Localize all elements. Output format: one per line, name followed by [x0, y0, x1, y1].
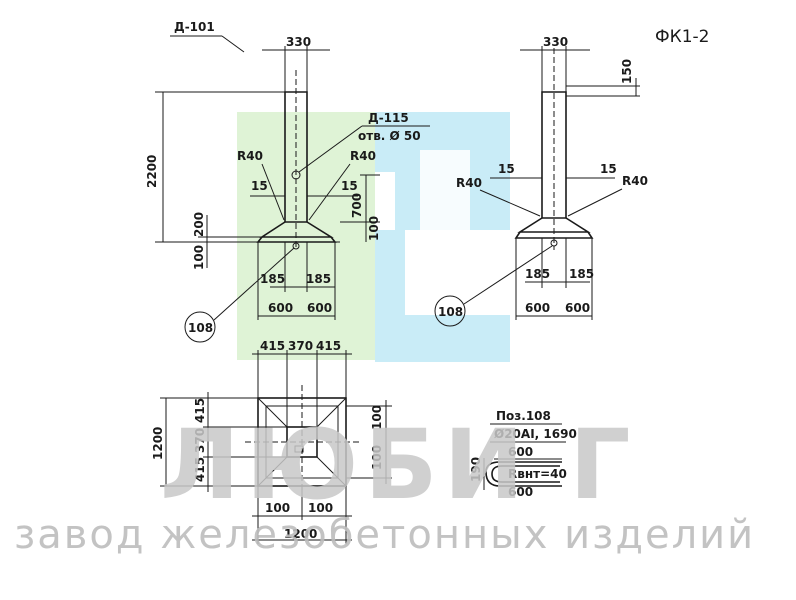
watermark-brand: ЛЮБИ Г — [160, 409, 637, 521]
front-loop-mark — [292, 242, 300, 250]
front-offset-right: 185 — [306, 272, 331, 286]
plan-total-height: 1200 — [151, 427, 165, 460]
side-radius-left-leader — [479, 189, 541, 217]
front-height-700: 700 — [350, 193, 364, 218]
plan-diag-br — [316, 456, 347, 487]
side-offset-left: 185 — [525, 267, 550, 281]
front-bar-ref: 108 — [188, 321, 213, 335]
front-top-width: 330 — [286, 35, 311, 49]
bar-length-bottom: 600 — [508, 485, 533, 499]
side-loop-mark — [550, 239, 558, 247]
d115-leader — [298, 125, 363, 173]
side-offset-right: 185 — [569, 267, 594, 281]
front-offset-left: 185 — [260, 272, 285, 286]
watermark-logo — [237, 112, 510, 362]
front-radius-left: R40 — [237, 149, 263, 163]
front-view: 330 Д-101 2200 Д-115 отв. Ø 50 R40 R40 1… — [145, 20, 430, 343]
front-height-100-left: 100 — [192, 245, 206, 270]
side-half-left: 600 — [525, 301, 550, 315]
front-bar-leader — [213, 247, 295, 321]
bar-shape-outer — [485, 461, 562, 487]
plan-total-width: 1200 — [284, 527, 317, 541]
watermark-tagline: завод железобетонных изделий — [14, 512, 755, 558]
plan-diag-tl — [257, 397, 288, 428]
plan-view: 415 370 415 415 370 415 1200 100 100 100… — [151, 339, 392, 544]
plan-bottom-left: 100 — [265, 501, 290, 515]
plan-left-a: 415 — [193, 398, 207, 423]
watermark-green-block — [237, 112, 375, 360]
plan-diag-bl — [257, 456, 288, 487]
front-half-right: 600 — [307, 301, 332, 315]
ref-d115: Д-115 — [368, 111, 409, 125]
plan-top-c: 415 — [316, 339, 341, 353]
front-height-100-right: 100 — [367, 216, 381, 241]
side-radius-right: R40 — [622, 174, 648, 188]
watermark-cyan-stem — [375, 230, 405, 315]
plan-left-b: 370 — [193, 428, 207, 453]
plan-top-a: 415 — [260, 339, 285, 353]
side-bar-leader — [463, 245, 553, 305]
plan-loop-mark — [294, 445, 304, 453]
front-total-height: 2200 — [145, 155, 159, 188]
side-top-width: 330 — [543, 35, 568, 49]
plan-bottom-right: 100 — [308, 501, 333, 515]
plan-top-b: 370 — [288, 339, 313, 353]
front-radius-right: R40 — [350, 149, 376, 163]
front-hole — [291, 170, 301, 180]
front-height-200: 200 — [192, 212, 206, 237]
side-bar-ref: 108 — [438, 305, 463, 319]
plan-right-top: 100 — [370, 405, 384, 430]
side-radius-right-leader — [567, 188, 623, 217]
ref-d101: Д-101 — [174, 20, 215, 34]
side-base-plate — [514, 231, 594, 239]
front-radius-left-leader — [261, 163, 285, 221]
side-bar-callout — [434, 295, 466, 327]
bar-radius: Rвнт=40 — [508, 467, 567, 481]
side-view: 330 150 15 15 R40 R40 185 185 600 600 10… — [434, 35, 648, 327]
bar-spec: Ø20АI, 1690 — [494, 427, 577, 441]
bar-length-top: 600 — [508, 445, 533, 459]
bar-height: 190 — [469, 457, 483, 482]
plan-diag-tr — [316, 397, 347, 428]
side-chamfer-left: 15 — [498, 162, 515, 176]
watermark-notch — [420, 150, 470, 235]
side-radius-left: R40 — [456, 176, 482, 190]
side-column — [541, 91, 567, 219]
plan-right-bottom: 100 — [370, 445, 384, 470]
front-chamfer-right: 15 — [341, 179, 358, 193]
front-bar-callout — [184, 311, 216, 343]
front-chamfer-left: 15 — [251, 179, 268, 193]
side-half-right: 600 — [565, 301, 590, 315]
front-radius-right-leader — [308, 163, 351, 221]
bar-shape-inner — [491, 465, 560, 483]
watermark-cyan-bottom — [375, 315, 510, 362]
side-flare — [517, 217, 591, 233]
bar-detail: Поз.108 Ø20АI, 1690 600 Rвнт=40 190 600 — [469, 409, 577, 499]
side-chamfer-right: 15 — [600, 162, 617, 176]
front-flare — [259, 221, 334, 238]
d101-leader — [221, 35, 245, 53]
front-half-left: 600 — [268, 301, 293, 315]
drawing-title: ФК1-2 — [655, 27, 709, 47]
bar-position: Поз.108 — [496, 409, 551, 423]
hole-label: отв. Ø 50 — [358, 129, 421, 143]
plan-left-c: 415 — [193, 457, 207, 482]
side-top-height: 150 — [620, 59, 634, 84]
